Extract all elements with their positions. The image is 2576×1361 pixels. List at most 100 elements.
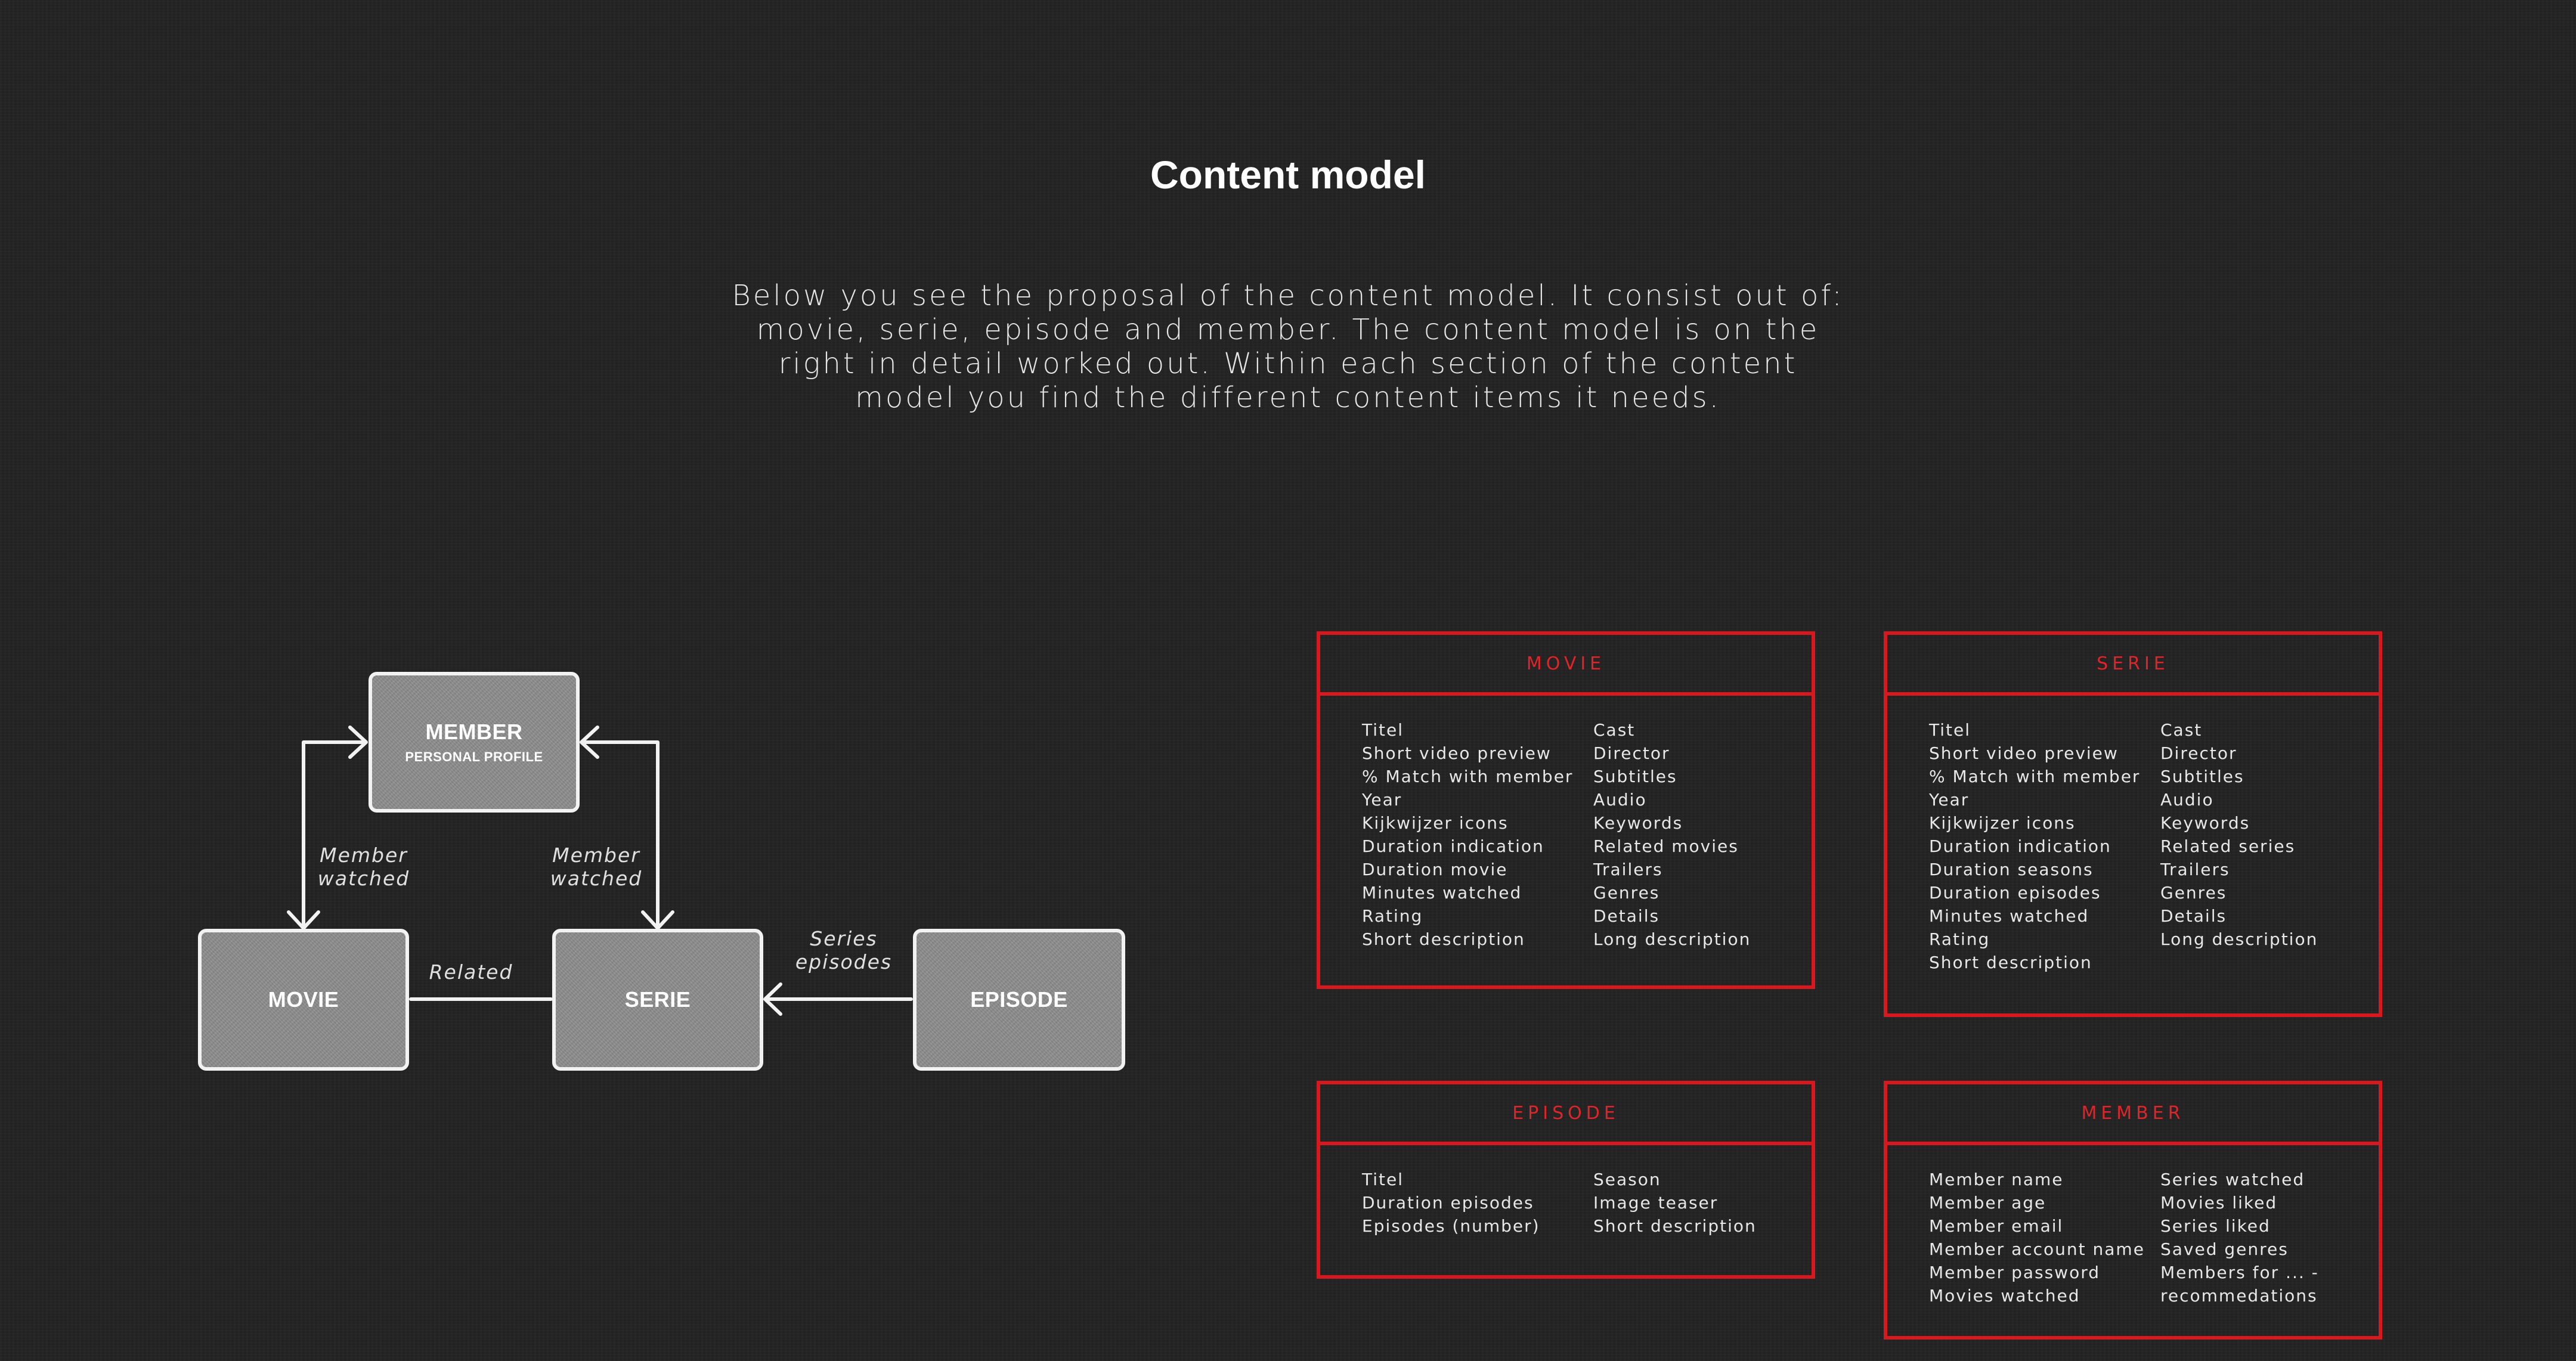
content-item: Duration indication — [1362, 836, 1544, 856]
content-item: Long description — [2160, 929, 2318, 949]
content-item: Episodes (number) — [1362, 1216, 1540, 1236]
edge-label-related: Related — [429, 960, 513, 984]
content-item: Short description — [1929, 953, 2092, 972]
content-item: Rating — [1362, 906, 1423, 926]
content-item: Long description — [1593, 929, 1751, 949]
intro-line: Below you see the proposal of the conten… — [732, 279, 1844, 312]
member-node-label: MEMBER — [425, 720, 523, 744]
content-item: % Match with member — [1362, 767, 1574, 786]
content-item: Audio — [1593, 790, 1647, 810]
content-item: Keywords — [1593, 813, 1683, 833]
content-item: Series liked — [2160, 1216, 2271, 1236]
intro-line: model you find the different content ite… — [855, 381, 1721, 414]
serie-card-title: SERIE — [1887, 635, 2379, 696]
content-item: Titel — [1362, 1170, 1404, 1189]
member-node: MEMBER PERSONAL PROFILE — [369, 672, 580, 813]
episode-node-label: EPISODE — [970, 987, 1068, 1012]
content-item: Season — [1593, 1170, 1661, 1189]
content-item: Short video preview — [1929, 743, 2119, 763]
content-item: Member age — [1929, 1193, 2046, 1213]
content-item: Audio — [2160, 790, 2214, 810]
content-item: Members for ... - recommedations — [2160, 1263, 2319, 1306]
content-item: Minutes watched — [1362, 883, 1522, 903]
content-item: Director — [1593, 743, 1670, 763]
content-item: Short description — [1362, 929, 1525, 949]
content-item: Duration episodes — [1362, 1193, 1534, 1213]
member-node-sublabel: PERSONAL PROFILE — [405, 749, 543, 764]
content-item: Titel — [1929, 720, 1971, 740]
arrowhead-movie-top — [287, 910, 320, 930]
serie-node-label: SERIE — [624, 987, 691, 1012]
content-item: Member email — [1929, 1216, 2064, 1236]
content-item: Saved genres — [2160, 1239, 2289, 1259]
content-item: Duration seasons — [1929, 860, 2094, 879]
serie-node: SERIE — [552, 929, 763, 1071]
content-item: Image teaser — [1593, 1193, 1719, 1213]
content-item: Rating — [1929, 929, 1990, 949]
arrowhead-serie-top — [641, 910, 674, 930]
page-title: Content model — [1150, 153, 1426, 197]
arrowhead-member-right — [580, 726, 599, 759]
arrowhead-serie-right — [763, 982, 782, 1016]
movie-node: MOVIE — [198, 929, 409, 1071]
content-item: Keywords — [2160, 813, 2250, 833]
content-item: Genres — [1593, 883, 1660, 903]
content-item: Titel — [1362, 720, 1404, 740]
content-item: Short video preview — [1362, 743, 1552, 763]
content-item: Member password — [1929, 1263, 2101, 1282]
edge-label-member-watched-right: Member watched — [550, 844, 643, 890]
intro-paragraph: Below you see the proposal of the conten… — [692, 279, 1884, 415]
edge-member-movie — [302, 740, 367, 929]
episode-node: EPISODE — [913, 929, 1125, 1071]
content-item: Details — [1593, 906, 1660, 926]
content-item: Duration movie — [1362, 860, 1508, 879]
content-item: Trailers — [1593, 860, 1663, 879]
content-item: Director — [2160, 743, 2237, 763]
content-item: Subtitles — [1593, 767, 1677, 786]
content-item: Related series — [2160, 836, 2296, 856]
content-item: Related movies — [1593, 836, 1739, 856]
content-item: Details — [2160, 906, 2227, 926]
content-item: Subtitles — [2160, 767, 2244, 786]
content-item: Duration episodes — [1929, 883, 2101, 903]
content-item: Movies watched — [1929, 1286, 2080, 1306]
edge-label-member-watched-left: Member watched — [317, 844, 410, 890]
movie-node-label: MOVIE — [268, 987, 339, 1012]
movie-card-title: MOVIE — [1320, 635, 1812, 696]
content-item: Minutes watched — [1929, 906, 2089, 926]
content-item: Duration indication — [1929, 836, 2111, 856]
intro-line: right in detail worked out. Within each … — [778, 347, 1798, 380]
content-item: Year — [1362, 790, 1402, 810]
content-item: Genres — [2160, 883, 2227, 903]
intro-line: movie, serie, episode and member. The co… — [756, 313, 1820, 346]
edge-member-serie — [581, 740, 660, 929]
episode-card-title: EPISODE — [1320, 1084, 1812, 1145]
content-item: Cast — [1593, 720, 1636, 740]
arrowhead-member-left — [348, 726, 368, 759]
content-item: % Match with member — [1929, 767, 2141, 786]
content-item: Cast — [2160, 720, 2203, 740]
member-card-title: MEMBER — [1887, 1084, 2379, 1145]
content-item: Series watched — [2160, 1170, 2305, 1189]
content-item: Member account name — [1929, 1239, 2145, 1259]
content-item: Trailers — [2160, 860, 2230, 879]
edge-label-series-episodes: Series episodes — [795, 927, 893, 974]
content-item: Year — [1929, 790, 1970, 810]
content-item: Movies liked — [2160, 1193, 2278, 1213]
content-item: Kijkwijzer icons — [1929, 813, 2076, 833]
content-item: Kijkwijzer icons — [1362, 813, 1509, 833]
content-item: Short description — [1593, 1216, 1757, 1236]
